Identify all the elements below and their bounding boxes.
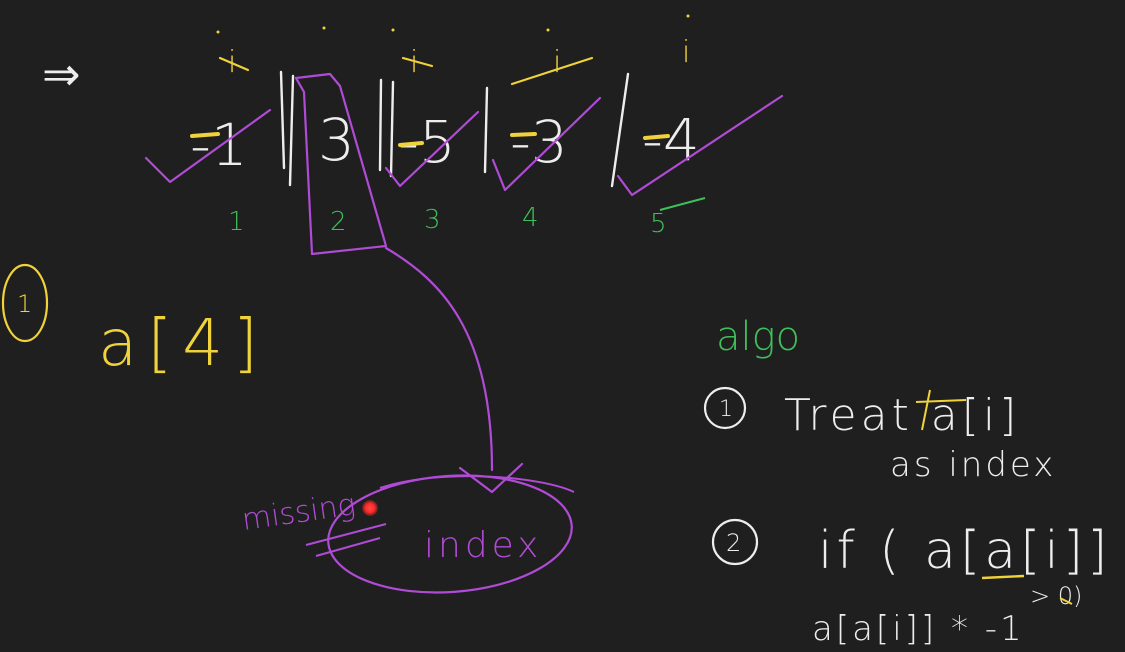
index-5: 5	[650, 209, 667, 239]
step-1-text: Treat a[i]	[784, 390, 1020, 441]
step-2-cond-mark	[1059, 597, 1073, 605]
array-value-1: -1	[190, 111, 248, 179]
algo-title: algo	[716, 314, 800, 360]
array-separators	[279, 70, 630, 188]
index-3: 3	[424, 205, 441, 235]
pointer-label-4: i	[682, 35, 690, 70]
missing-underline	[305, 523, 387, 557]
step-1-number: 1	[719, 397, 733, 422]
oval-top-arc	[379, 475, 575, 493]
index-2: 2	[330, 207, 347, 237]
step-2-underline	[981, 574, 1025, 580]
array-value-4: -3	[510, 108, 568, 176]
index-word: index	[424, 525, 543, 566]
step-1-text-2: as index	[890, 445, 1056, 485]
laser-pointer-dot	[362, 500, 378, 516]
check-marks	[144, 94, 784, 197]
index-5-stroke	[659, 197, 706, 211]
step-2-text: if ( a[a[i]]	[818, 521, 1111, 581]
pointer-label-3: i	[553, 45, 561, 80]
step-2-action: a[a[i]] * -1	[812, 609, 1025, 649]
minus-highlights	[190, 132, 670, 147]
note-1-number: 1	[17, 290, 32, 318]
pointer-ticks	[216, 14, 690, 34]
step-1-correction	[915, 389, 967, 431]
pointer-label-2: i	[410, 45, 418, 80]
step-1-circle	[703, 386, 747, 430]
index-1: 1	[228, 207, 245, 237]
note-1-circle	[1, 263, 49, 343]
note-1-expression: a[4]	[98, 307, 268, 381]
missing-index-note: missing index	[240, 474, 575, 594]
step-2-number: 2	[726, 529, 741, 557]
step-2-circle	[711, 518, 759, 566]
note-1: 1 a[4]	[1, 263, 268, 381]
index-4: 4	[522, 203, 539, 233]
pointer-strikes	[218, 56, 594, 86]
algo-section: algo 1 Treat a[i] as index 2 if ( a[a[i]…	[703, 314, 1111, 649]
step-2-condition: > 0)	[1030, 582, 1082, 610]
implies-symbol: ⇒	[42, 47, 81, 101]
array-value-5: -4	[642, 106, 700, 174]
indices: 1 2 3 4 5	[228, 203, 667, 239]
